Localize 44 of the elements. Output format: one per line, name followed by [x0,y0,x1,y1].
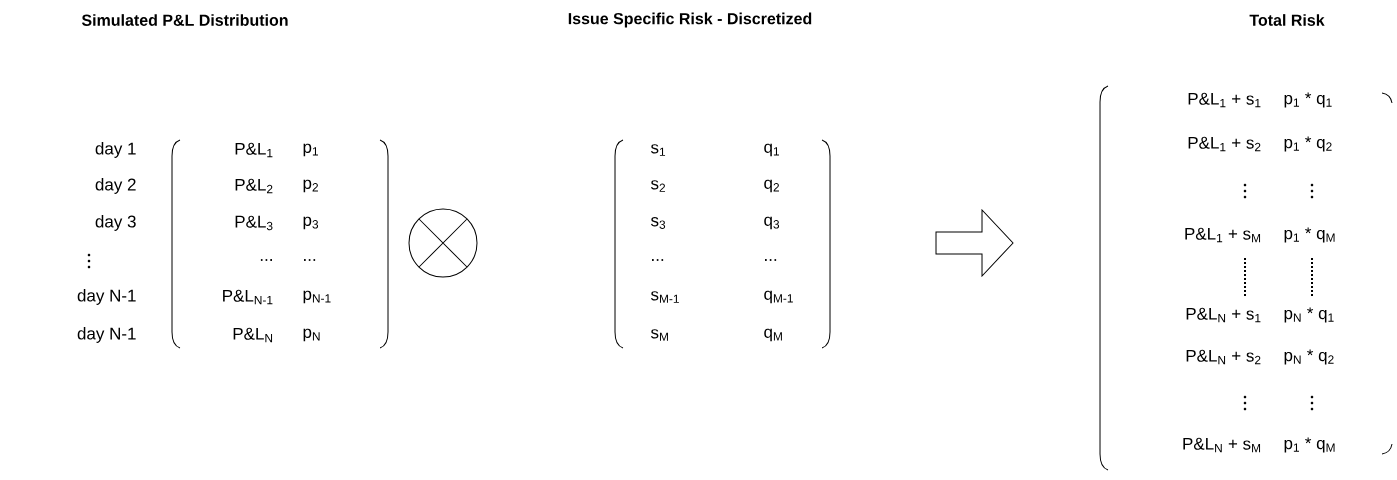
matrix-entry: s$_{M-1}$ [651,291,679,303]
matrix-entry: p$_{1}$ [303,143,318,157]
matrix-entry: q$_{3}$ [764,216,780,230]
row-label: day N-1 [77,327,136,343]
matrix-entry: ... [765,259,777,261]
matrix-entry: P&L$_{1}$ + s$_{M}$ [1185,227,1261,243]
row-label: day 1 [95,142,136,158]
matrix-entry: P&L$_{N}$ + s$_{2}$ [1186,349,1261,365]
panel-title: Simulated P&L Distribution [81,14,288,26]
matrix-entry: q$_{M}$ [764,328,782,342]
matrix-entry: ... [304,259,316,261]
matrix-entry: s$_{M}$ [651,329,668,341]
matrix-entry: q$_{1}$ [764,143,779,157]
matrix-entry: q$_{2}$ [764,179,779,193]
matrix-entry: s$_{3}$ [651,217,666,229]
matrix-entry: p$_{N}$ [303,328,320,342]
matrix-entry: P&L$_{2}$ [235,178,273,194]
matrix-entry: p$_{N}$ * q$_{2}$ [1284,349,1334,365]
matrix-entry: P&L$_{N-1}$ [223,289,273,305]
matrix-entry: p$_{3}$ [303,216,319,230]
row-label: day N-1 [77,289,136,305]
matrix-entry: P&L$_{N}$ [233,327,273,343]
row-label: day 3 [95,215,136,231]
matrix-entry: P&L$_{1}$ + s$_{2}$ [1188,136,1261,152]
matrix-entry: p$_{1}$ * q$_{1}$ [1284,92,1332,108]
matrix-entry: p$_{1}$ * q$_{M}$ [1284,437,1335,453]
matrix-entry: p$_{N-1}$ [303,290,331,304]
matrix-entry: p$_{2}$ [303,179,318,193]
panel-title: Total Risk [1249,14,1325,26]
matrix-entry: q$_{M-1}$ [764,290,793,304]
matrix-entry: s$_{1}$ [651,144,666,156]
row-label: day 2 [95,178,136,194]
matrix-entry: p$_{1}$ * q$_{2}$ [1284,136,1332,152]
matrix-entry: P&L$_{1}$ + s$_{1}$ [1188,92,1261,108]
matrix-entry: P&L$_{N}$ + s$_{M}$ [1183,437,1261,453]
matrix-entry: p$_{1}$ * q$_{M}$ [1284,227,1335,243]
matrix-entry: s$_{2}$ [651,180,666,192]
matrix-entry: P&L$_{3}$ [235,215,273,231]
matrix-entry: ... [652,259,664,261]
matrix-entry: ... [260,259,272,261]
matrix-entry: P&L$_{N}$ + s$_{1}$ [1186,307,1261,323]
panel-title: Issue Specific Risk - Discretized [568,12,812,28]
matrix-entry: P&L$_{1}$ [235,142,273,158]
matrix-entry: p$_{N}$ * q$_{1}$ [1284,307,1334,323]
